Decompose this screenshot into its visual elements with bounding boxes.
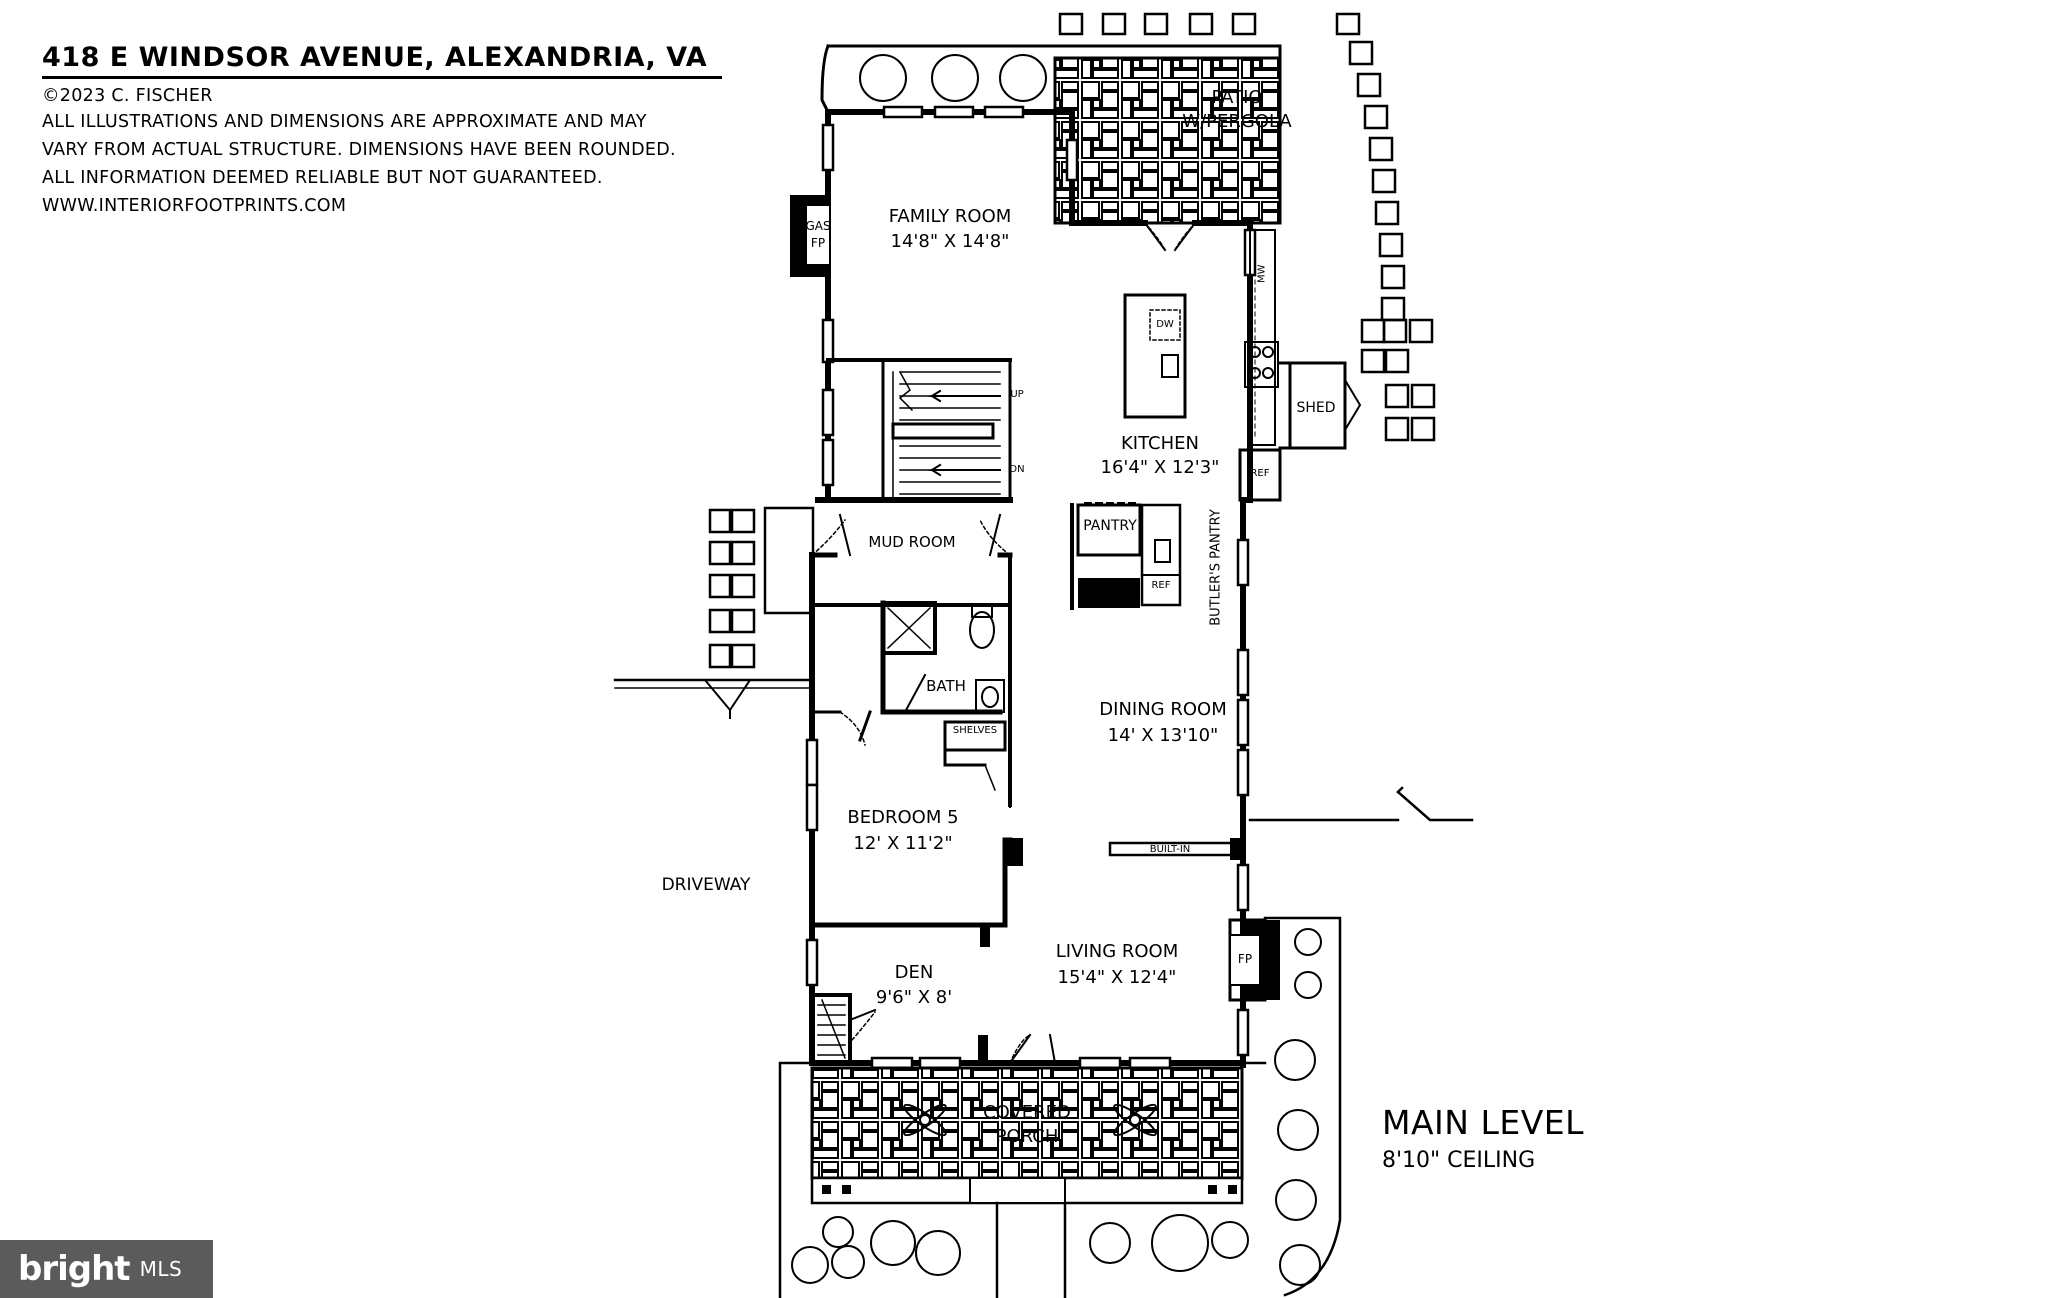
fixture-label-ref-2: REF [1151, 580, 1171, 591]
room-label-family-room: FAMILY ROOM [888, 206, 1012, 227]
stair-label-dn: DN [1009, 464, 1025, 475]
fixture-label-dw: DW [1156, 319, 1174, 330]
stepping-stones [1058, 12, 1436, 442]
room-label-living-room: LIVING ROOM [1055, 941, 1179, 962]
room-label-covered-porch-2: PORCH [995, 1126, 1059, 1147]
fixture-label-built-in: BUILT-IN [1149, 844, 1191, 855]
room-label-butlers-pantry: BUTLER'S PANTRY [1208, 509, 1224, 626]
disclaimer-line: ALL ILLUSTRATIONS AND DIMENSIONS ARE APP… [42, 112, 647, 132]
ceiling-fan-left [903, 1103, 947, 1137]
side-stepping-stones [708, 508, 756, 669]
fixture-label-gas: GAS [805, 219, 831, 233]
room-dims-bedroom-5: 12' X 11'2" [853, 833, 953, 854]
stair-label-up: UP [1010, 389, 1024, 400]
room-label-driveway: DRIVEWAY [661, 875, 751, 895]
disclaimer-line: ALL INFORMATION DEEMED RELIABLE BUT NOT … [42, 168, 603, 188]
room-label-shelves: SHELVES [952, 725, 998, 736]
patio-area [1053, 56, 1282, 225]
room-label-bath: BATH [926, 677, 966, 695]
mls-watermark: bright MLS [0, 1240, 213, 1298]
copyright-note: ©2023 C. FISCHER [42, 86, 213, 106]
room-dims-living-room: 15'4" X 12'4" [1057, 967, 1177, 988]
room-label-patio-pergola: W/PERGOLA [1182, 111, 1292, 132]
ceiling-height: 8'10" CEILING [1382, 1148, 1536, 1173]
kitchen-island [1123, 293, 1187, 419]
header-rule [42, 76, 722, 79]
fixture-label-ref: REF [1250, 468, 1270, 479]
ceiling-fan-right [1113, 1103, 1157, 1137]
room-dims-kitchen: 16'4" X 12'3" [1100, 457, 1220, 478]
website-line: WWW.INTERIORFOOTPRINTS.COM [42, 196, 347, 216]
room-dims-den: 9'6" X 8' [875, 987, 953, 1008]
fixture-label-mw: MW [1256, 264, 1268, 284]
watermark-brand: bright [18, 1249, 131, 1289]
room-label-kitchen: KITCHEN [1121, 433, 1199, 454]
room-dims-dining-room: 14' X 13'10" [1107, 725, 1219, 746]
address-title: 418 E WINDSOR AVENUE, ALEXANDRIA, VA [42, 42, 708, 73]
watermark-suffix: MLS [139, 1257, 183, 1281]
room-label-patio: PATIO [1211, 87, 1263, 108]
room-label-bedroom-5: BEDROOM 5 [847, 807, 959, 828]
covered-porch-area [810, 1066, 1244, 1180]
room-dims-family-room: 14'8" X 14'8" [890, 231, 1010, 252]
room-label-den: DEN [894, 962, 934, 983]
room-label-dining-room: DINING ROOM [1099, 699, 1227, 720]
room-label-mud-room: MUD ROOM [868, 533, 956, 551]
fixture-label-gas-fp: FP [810, 236, 826, 250]
room-label-shed: SHED [1296, 400, 1336, 416]
disclaimer-line: VARY FROM ACTUAL STRUCTURE. DIMENSIONS H… [42, 140, 676, 160]
room-label-pantry: PANTRY [1083, 518, 1137, 534]
level-name: MAIN LEVEL [1382, 1103, 1585, 1142]
room-label-covered-porch: COVERED [983, 1102, 1071, 1123]
fixture-label-fp: FP [1237, 952, 1253, 966]
